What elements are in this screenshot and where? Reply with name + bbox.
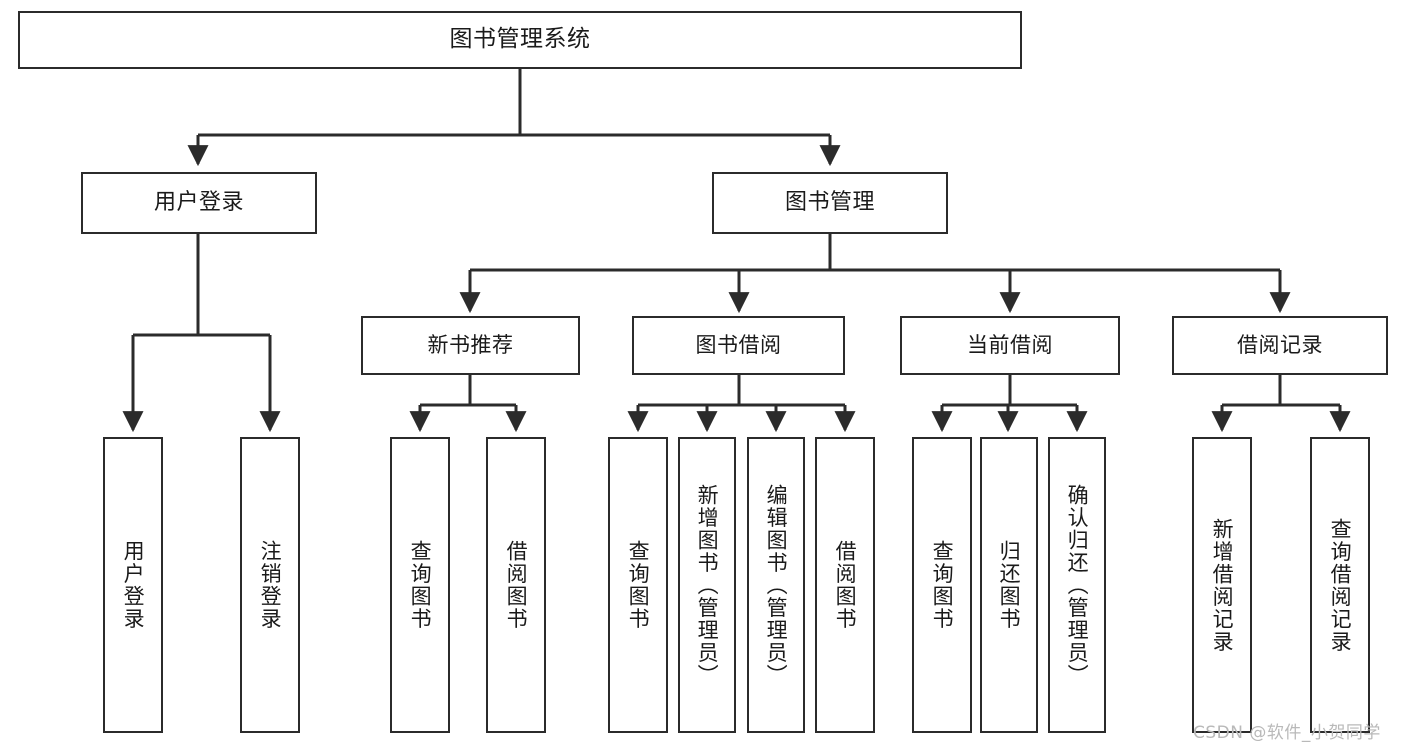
node-leaf-confirm-return[interactable]: 确认归还（管理员）	[1048, 437, 1106, 733]
node-leaf-return-book[interactable]: 归还图书	[980, 437, 1038, 733]
node-book-borrow-label: 图书借阅	[695, 333, 782, 358]
node-leaf-query-book-3-label: 查询图书	[930, 540, 955, 630]
node-leaf-query-record-label: 查询借阅记录	[1328, 517, 1353, 653]
node-leaf-add-book[interactable]: 新增图书（管理员）	[678, 437, 736, 733]
node-root-label: 图书管理系统	[449, 26, 591, 53]
node-root[interactable]: 图书管理系统	[18, 11, 1022, 69]
csdn-watermark: CSDN @软件_小贺同学	[1193, 723, 1381, 743]
node-leaf-edit-book-label: 编辑图书（管理员）	[764, 483, 789, 687]
node-leaf-edit-book[interactable]: 编辑图书（管理员）	[747, 437, 805, 733]
node-book-manage-label: 图书管理	[784, 190, 875, 216]
node-leaf-borrow-book-1-label: 借阅图书	[504, 540, 529, 630]
node-leaf-query-record[interactable]: 查询借阅记录	[1310, 437, 1370, 733]
node-leaf-add-record[interactable]: 新增借阅记录	[1192, 437, 1252, 733]
node-leaf-query-book-1[interactable]: 查询图书	[390, 437, 450, 733]
node-new-book-recommend[interactable]: 新书推荐	[361, 316, 580, 375]
node-leaf-add-book-label: 新增图书（管理员）	[695, 483, 720, 687]
node-user-login[interactable]: 用户登录	[81, 172, 317, 234]
node-leaf-logout-login[interactable]: 注销登录	[240, 437, 300, 733]
node-leaf-query-book-1-label: 查询图书	[408, 540, 433, 630]
node-leaf-borrow-book-2[interactable]: 借阅图书	[815, 437, 875, 733]
node-new-book-recommend-label: 新书推荐	[427, 333, 514, 358]
node-leaf-borrow-book-2-label: 借阅图书	[833, 540, 858, 630]
node-leaf-query-book-2-label: 查询图书	[626, 540, 651, 630]
node-leaf-logout-login-label: 注销登录	[258, 540, 283, 630]
node-book-borrow[interactable]: 图书借阅	[632, 316, 845, 375]
node-book-manage[interactable]: 图书管理	[712, 172, 948, 234]
node-leaf-query-book-3[interactable]: 查询图书	[912, 437, 972, 733]
node-current-borrow[interactable]: 当前借阅	[900, 316, 1120, 375]
node-user-login-label: 用户登录	[153, 190, 244, 216]
node-leaf-return-book-label: 归还图书	[997, 540, 1022, 630]
node-borrow-record[interactable]: 借阅记录	[1172, 316, 1388, 375]
node-current-borrow-label: 当前借阅	[967, 333, 1053, 358]
node-leaf-user-login-label: 用户登录	[121, 540, 146, 630]
node-borrow-record-label: 借阅记录	[1237, 333, 1323, 358]
node-leaf-borrow-book-1[interactable]: 借阅图书	[486, 437, 546, 733]
node-leaf-user-login[interactable]: 用户登录	[103, 437, 163, 733]
node-leaf-query-book-2[interactable]: 查询图书	[608, 437, 668, 733]
node-leaf-confirm-return-label: 确认归还（管理员）	[1065, 483, 1090, 687]
node-leaf-add-record-label: 新增借阅记录	[1210, 517, 1235, 653]
